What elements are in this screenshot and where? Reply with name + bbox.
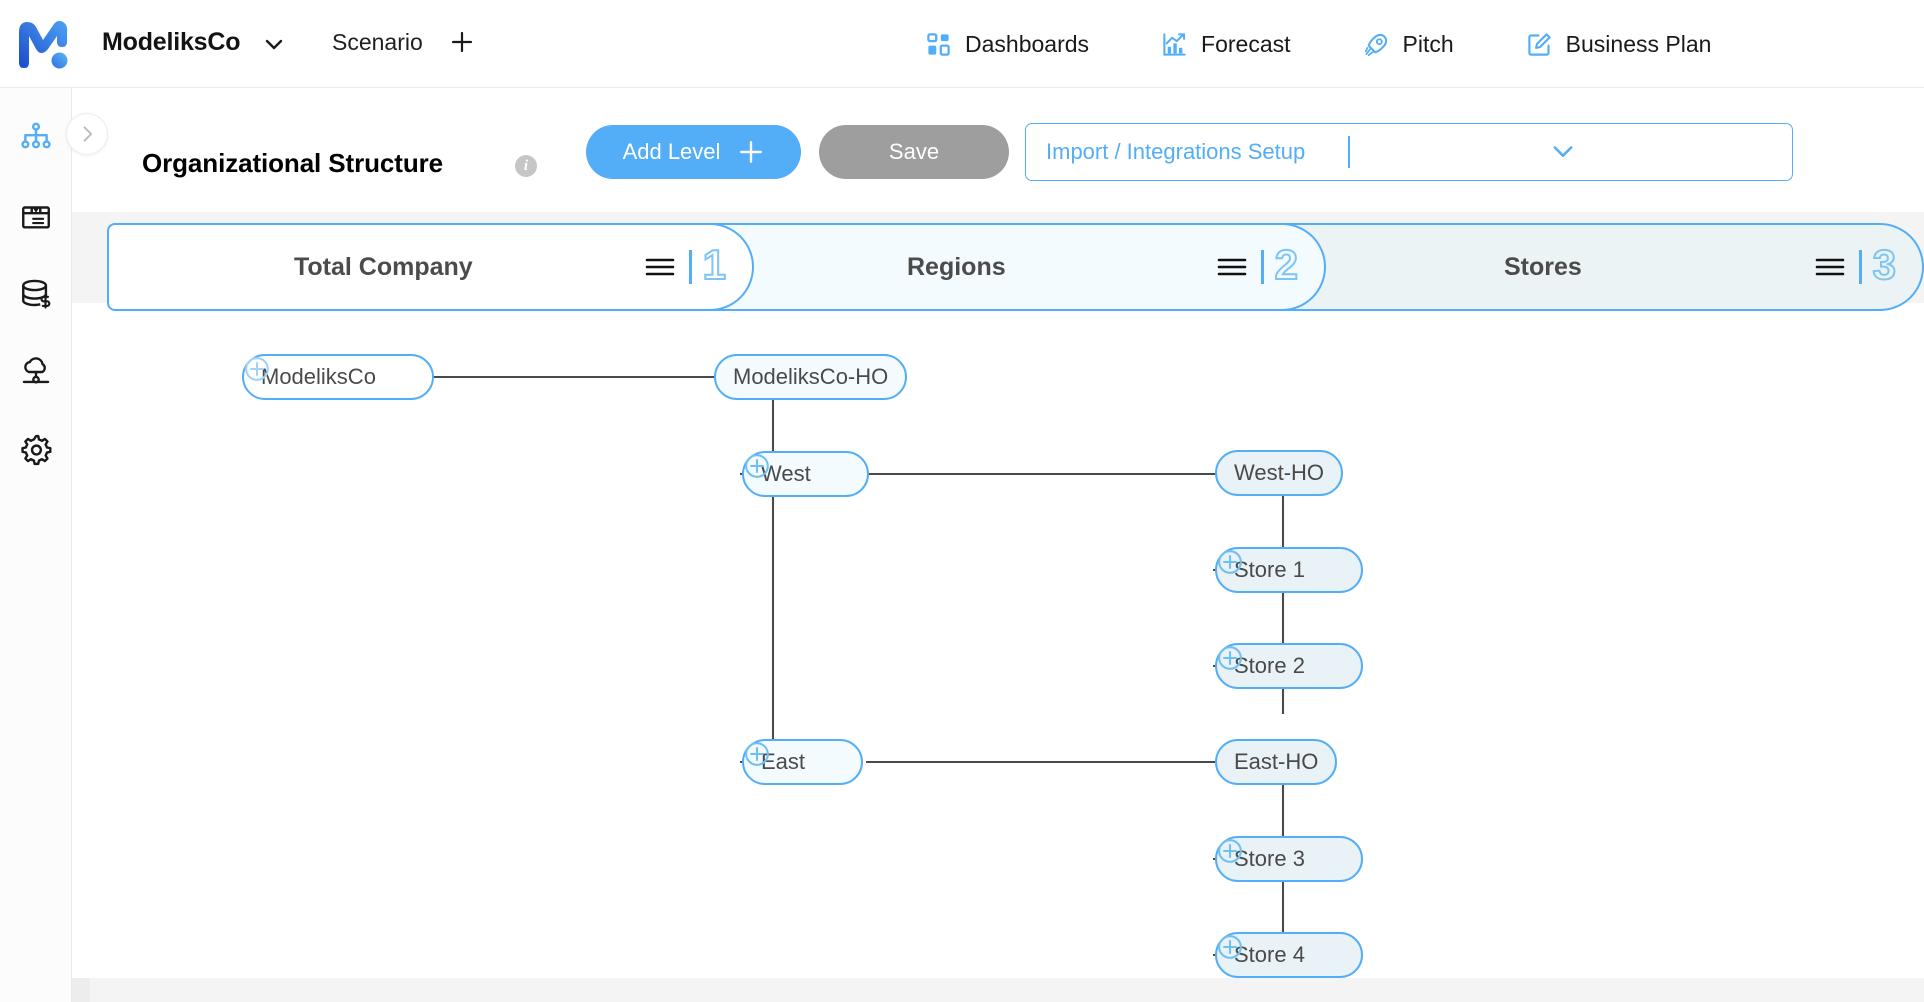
hamburger-icon[interactable] (1217, 256, 1247, 278)
divider (1858, 250, 1862, 284)
sidebar-item-products[interactable] (8, 188, 64, 244)
gear-icon (21, 434, 52, 466)
level-number: 1 (702, 241, 727, 288)
divider (1260, 250, 1264, 284)
sidebar-item-integrations[interactable] (8, 344, 64, 400)
divider (688, 250, 692, 284)
import-integrations-label: Import / Integrations Setup (1046, 139, 1306, 164)
node-label: ModeliksCo (261, 364, 376, 389)
page-title: Organizational Structure (142, 148, 443, 178)
level-title: Regions (907, 252, 1006, 281)
level-header-bar: Stores 3 Regions 2 (107, 223, 1924, 311)
level-number: 3 (1872, 241, 1897, 288)
org-chart-icon (21, 122, 51, 149)
node-label: West (761, 461, 811, 486)
tree-node-store-3[interactable]: Store 3 (1215, 836, 1363, 882)
scenario-label[interactable]: Scenario (332, 29, 423, 55)
tree-node-west[interactable]: West (742, 451, 869, 497)
node-label: Store 4 (1234, 942, 1305, 967)
plus-circle-icon[interactable] (245, 357, 415, 390)
chevron-down-icon[interactable] (262, 32, 286, 56)
database-dollar-icon (22, 279, 51, 309)
tree-node-east-ho[interactable]: East-HO (1215, 739, 1338, 785)
top-bar: ModeliksCo Scenario Dashboards (0, 0, 1924, 88)
hamburger-icon[interactable] (645, 256, 675, 278)
plus-circle-icon[interactable] (745, 454, 850, 487)
sidebar-item-revenue[interactable] (8, 266, 64, 322)
add-level-button[interactable]: Add Level (586, 125, 801, 179)
plus-circle-icon[interactable] (1218, 646, 1344, 679)
nav-label: Forecast (1201, 30, 1291, 57)
chevron-down-icon[interactable] (1549, 137, 1577, 165)
hamburger-icon[interactable] (1815, 256, 1845, 278)
scrollbar-track-cap (72, 978, 90, 1002)
left-rail (0, 88, 72, 1002)
package-box-icon (22, 206, 50, 229)
sidebar-item-org-structure[interactable] (8, 110, 64, 166)
nav-pitch[interactable]: Pitch (1363, 0, 1454, 88)
rail-expand-button[interactable] (66, 113, 108, 155)
modeliks-logo[interactable] (12, 12, 74, 74)
nav-dashboards[interactable]: Dashboards (925, 0, 1089, 88)
tree-node-store-1[interactable]: Store 1 (1215, 547, 1363, 593)
plus-circle-icon[interactable] (1218, 935, 1344, 968)
horizontal-scrollbar[interactable] (72, 978, 1924, 1002)
sidebar-item-settings[interactable] (8, 422, 64, 478)
page-toolbar: Organizational Structure i Add Level Sav… (72, 88, 1924, 212)
edit-square-icon (1526, 31, 1553, 58)
level-title: Stores (1504, 252, 1582, 281)
brand-name[interactable]: ModeliksCo (102, 28, 241, 56)
save-button[interactable]: Save (819, 125, 1009, 179)
nav-label: Pitch (1402, 30, 1454, 57)
cloud-network-icon (22, 357, 50, 384)
level-header-1[interactable]: Total Company 1 (107, 223, 754, 311)
level-number: 2 (1274, 241, 1299, 288)
node-label: West-HO (1234, 460, 1325, 485)
node-label: East-HO (1234, 749, 1319, 774)
tree-node-store-4[interactable]: Store 4 (1215, 932, 1363, 978)
forecast-chart-icon (1161, 31, 1188, 58)
level-title: Total Company (294, 252, 473, 281)
plus-icon (738, 139, 764, 165)
level-header-3[interactable]: Stores 3 (1250, 223, 1924, 311)
plus-circle-icon[interactable] (1218, 550, 1344, 583)
tree-node-store-2[interactable]: Store 2 (1215, 643, 1363, 689)
plus-circle-icon[interactable] (745, 742, 844, 775)
nav-label: Business Plan (1565, 30, 1712, 57)
text-cursor (1348, 136, 1350, 168)
nav-business-plan[interactable]: Business Plan (1526, 0, 1712, 88)
node-label: Store 2 (1234, 653, 1305, 678)
nav-forecast[interactable]: Forecast (1161, 0, 1291, 88)
level-header-strip: Stores 3 Regions 2 (72, 212, 1924, 311)
tree-node-west-ho[interactable]: West-HO (1215, 450, 1344, 496)
tree-connectors (402, 375, 1285, 957)
level-header-2[interactable]: Regions 2 (677, 223, 1326, 311)
plus-icon[interactable] (450, 30, 474, 54)
plus-circle-icon[interactable] (1218, 839, 1344, 872)
import-integrations-select[interactable]: Import / Integrations Setup (1025, 123, 1793, 181)
add-level-label: Add Level (622, 139, 721, 164)
main-content: Organizational Structure i Add Level Sav… (72, 88, 1924, 1002)
tree-node-east[interactable]: East (742, 739, 864, 785)
org-tree-canvas: ModeliksCo ModeliksCo-HO West East West-… (72, 303, 1924, 1002)
dashboards-grid-icon (925, 31, 952, 58)
tree-node-modeliksco-ho[interactable]: ModeliksCo-HO (714, 354, 908, 400)
node-label: ModeliksCo-HO (733, 364, 889, 389)
node-label: Store 3 (1234, 846, 1305, 871)
info-icon[interactable]: i (515, 155, 537, 177)
rocket-icon (1363, 31, 1390, 58)
nav-label: Dashboards (965, 30, 1090, 57)
tree-node-modeliksco[interactable]: ModeliksCo (242, 354, 434, 400)
node-label: Store 1 (1234, 557, 1305, 582)
chevron-right-icon (83, 126, 93, 142)
